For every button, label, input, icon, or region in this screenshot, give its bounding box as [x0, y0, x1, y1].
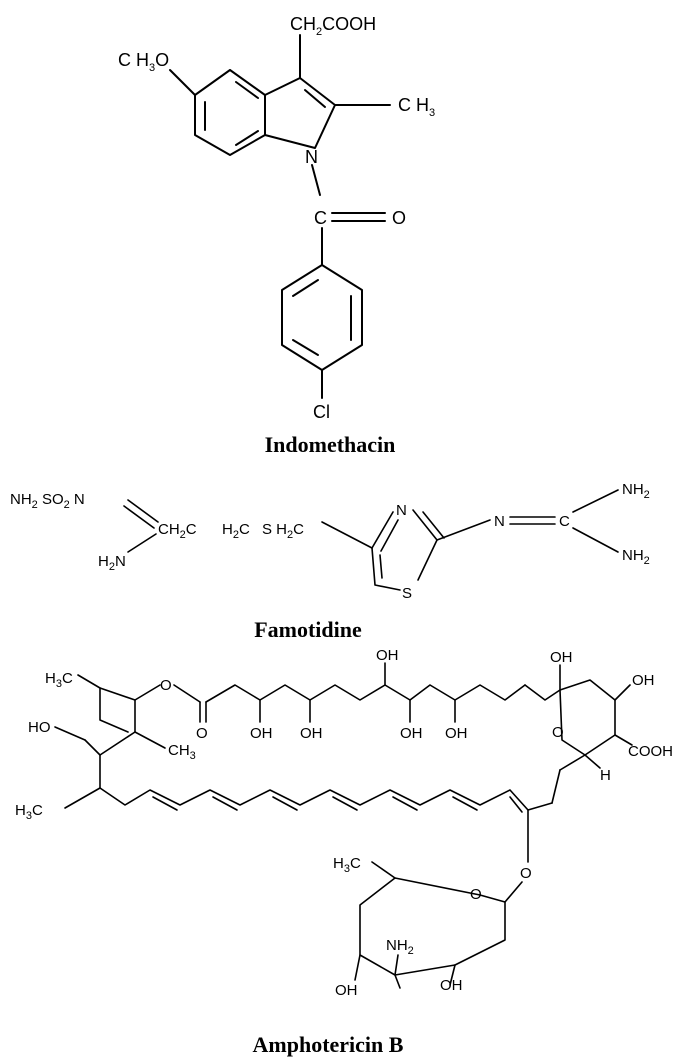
guanidine-nitrogen-label: N: [494, 513, 505, 530]
ch3o-label: C H3O: [118, 50, 169, 74]
double-bond: [292, 339, 319, 356]
sh2c-label: S H2C: [262, 521, 304, 541]
chain-bond: [84, 731, 136, 756]
hydrogen-label: H: [600, 767, 611, 784]
bond: [394, 974, 401, 989]
double-bond: [379, 554, 383, 579]
bond: [551, 769, 561, 804]
bond: [321, 521, 373, 549]
bond: [449, 964, 456, 986]
double-bond: [332, 796, 358, 811]
double-bond: [272, 796, 298, 811]
bond: [134, 731, 166, 749]
bond: [614, 734, 633, 746]
sugar-oxygen-label: O: [470, 886, 482, 903]
nh2-top-label: NH2: [622, 481, 650, 501]
bond: [64, 787, 101, 809]
chlorine-label: Cl: [313, 402, 330, 422]
carbonyl-oxygen-label: O: [196, 725, 208, 742]
h3c-top-label: H3C: [45, 670, 73, 690]
nh2-bottom-label: NH2: [622, 547, 650, 567]
nh2-label: NH2: [386, 937, 414, 957]
bond: [127, 533, 157, 553]
double-bond: [212, 796, 238, 811]
double-bond: [304, 89, 326, 108]
sugar-ring: [359, 877, 506, 976]
molecule-caption: Amphotericin B: [253, 1032, 404, 1057]
bond: [54, 726, 86, 741]
thiazole-bond: [371, 511, 394, 549]
double-bond: [509, 796, 523, 813]
h2n-label: H2N: [98, 553, 126, 573]
bond: [572, 489, 619, 513]
double-bond: [392, 796, 418, 811]
h3c-bottom-label: H3C: [15, 802, 43, 822]
hydroxyl-label: OH: [400, 725, 423, 742]
double-bond: [422, 511, 445, 539]
bond: [572, 527, 619, 553]
thiazole-sulfur-label: S: [402, 585, 412, 602]
bond: [311, 164, 321, 196]
ch3-label: CH3: [168, 742, 196, 762]
double-bond: [452, 796, 478, 811]
bond: [371, 861, 396, 879]
pyran-ring: [559, 679, 616, 756]
indole-pyrrole-ring: [264, 77, 336, 149]
amphotericin-b-structure: H3C O O CH3 HO H3C OH OH OH OH OH OH: [15, 647, 673, 1057]
ch2cooh-label: CH2COOH: [290, 14, 376, 38]
double-bond: [123, 505, 155, 529]
ho-label: HO: [28, 719, 51, 736]
polyol-chain: [205, 684, 526, 703]
bond: [559, 754, 586, 771]
double-bond: [152, 796, 178, 811]
bond: [614, 684, 631, 701]
nitrogen-label: N: [305, 147, 318, 167]
nh2so2n-label: NH2 SO2 N: [10, 491, 85, 511]
double-bond: [292, 279, 319, 297]
famotidine-structure: NH2 SO2 N CH2C H2N H2C S H2C N S N C NH2…: [10, 481, 650, 642]
molecule-caption: Indomethacin: [265, 432, 396, 457]
ring-oxygen-label: O: [552, 724, 564, 741]
hydroxyl-label: OH: [376, 647, 399, 664]
bond: [99, 687, 136, 701]
thiazole-nitrogen-label: N: [396, 502, 407, 519]
glycosidic-oxygen-label: O: [520, 865, 532, 882]
hydroxyl-label: OH: [445, 725, 468, 742]
ch2c-label: CH2C: [158, 521, 197, 541]
polyene-chain: [99, 787, 553, 811]
bond: [173, 684, 201, 703]
carboxyl-label: COOH: [628, 743, 673, 760]
hydroxyl-label: OH: [550, 649, 573, 666]
double-bond: [235, 130, 259, 146]
double-bond: [380, 519, 399, 552]
hydroxyl-label: OH: [250, 725, 273, 742]
carbonyl-oxygen-label: O: [392, 208, 406, 228]
double-bond: [127, 499, 159, 523]
thiazole-bond: [412, 509, 438, 581]
bond: [504, 881, 523, 903]
indomethacin-structure: CH2COOH C H3O C H3 N C O Cl Indomethacin: [118, 14, 435, 457]
h2c-label: H2C: [222, 521, 250, 541]
bond: [354, 954, 361, 981]
ch3-label: C H3: [398, 95, 435, 119]
guanidine-carbon-label: C: [559, 513, 570, 530]
sugar-hydroxyl-label: OH: [440, 977, 463, 994]
bond: [169, 69, 196, 96]
hydroxyl-label: OH: [300, 725, 323, 742]
molecule-caption: Famotidine: [254, 617, 362, 642]
chain-bond: [524, 684, 561, 701]
bond: [436, 519, 491, 541]
chain-bond: [77, 674, 129, 733]
double-bond: [235, 81, 259, 99]
sugar-h3c-label: H3C: [333, 855, 361, 875]
bond: [584, 754, 601, 769]
ester-oxygen-label: O: [160, 677, 172, 694]
bond: [134, 684, 161, 701]
bond: [394, 954, 399, 976]
sugar-hydroxyl-label: OH: [335, 982, 358, 999]
hydroxyl-label: OH: [632, 672, 655, 689]
thiazole-bond: [371, 547, 401, 591]
carbonyl-carbon-label: C: [314, 208, 327, 228]
